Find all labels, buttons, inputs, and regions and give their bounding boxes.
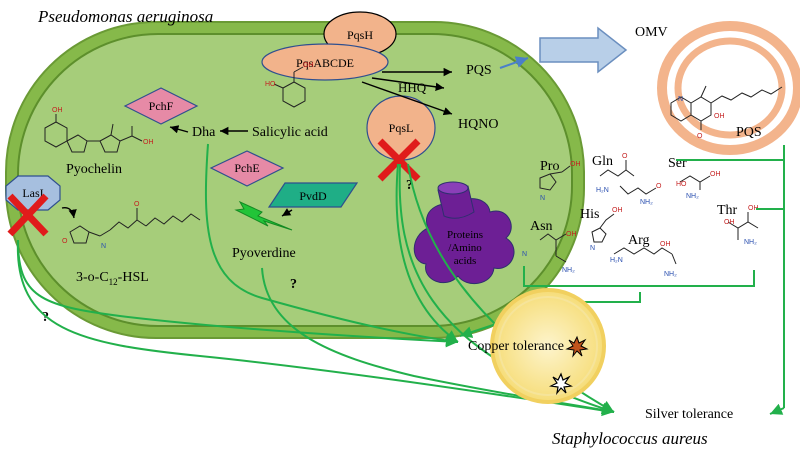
hsl-nh: N [101,243,106,250]
svg-text:NH₂: NH₂ [744,239,757,246]
pqsabcde-label: PqsABCDE [296,56,354,70]
question-pqsl: ? [406,178,413,193]
svg-text:OH: OH [660,241,671,248]
svg-text:NH₂: NH₂ [686,193,699,200]
pyochelin-structure [44,114,143,153]
pqs-o: O [697,133,703,140]
dha-label: Dha [192,125,216,140]
svg-text:H₂N: H₂N [610,257,623,264]
omv-pqs-label: PQS [736,125,762,140]
pyochelin-cooh: OH [143,139,154,146]
staph-label: Staphylococcus aureus [552,429,708,448]
hsl-o: O [62,238,68,245]
svg-text:N: N [590,245,595,252]
pqsl-knockout-x-icon [377,138,421,182]
aa-asn: Asn [530,219,553,234]
pqs-nh: N [678,96,683,103]
hqno-label: HQNO [458,117,498,132]
salicylic-label: Salicylic acid [252,125,328,140]
aa-his: His [580,207,599,222]
arrow-to-pyochelin [169,125,189,134]
svg-text:N: N [540,195,545,202]
staph-cell [490,288,606,404]
svg-text:OH: OH [612,207,623,214]
aa-arg: Arg [628,233,650,248]
svg-text:OH: OH [710,171,721,178]
pchf-label: PchF [149,99,174,113]
transporter-cylinder-icon [437,181,475,219]
pqsabcde-node: PqsABCDE [261,43,389,81]
pvdd-label: PvdD [299,189,327,203]
aa-gln: Gln [592,154,613,169]
pqsh-label: PqsH [347,28,373,42]
svg-text:OH: OH [724,219,735,226]
svg-text:OH: OH [566,231,577,238]
silver-tolerance-label: Silver tolerance [645,407,733,422]
pqs-label: PQS [466,63,492,78]
omv-label: OMV [635,25,668,40]
pche-label: PchE [234,161,259,175]
pqs-oh: OH [714,113,725,120]
hsl-structure [69,208,201,244]
salicylic-cooh: OH [303,62,314,69]
amino-acid-structures [539,160,759,265]
aa-ser: Ser [668,156,687,171]
proteins-label-2: /Amino [448,242,482,254]
pvdd-node: PvdD [267,182,359,208]
pyochelin-label: Pyochelin [66,162,122,177]
lasi-label: LasI [22,186,43,200]
svg-text:OH: OH [570,161,581,168]
proteins-label-3: acids [454,255,477,267]
copper-tolerance-label: Copper tolerance [468,339,564,354]
question-lasi: ? [42,310,49,325]
svg-text:NH₂: NH₂ [640,199,653,206]
pqs-structure [670,85,783,130]
arrow-pqs-out [499,56,529,69]
svg-text:O: O [622,153,628,160]
svg-text:NH₂: NH₂ [562,267,575,274]
pyochelin-oh: OH [52,107,63,114]
pqsl-node: PqsL [366,95,436,161]
proteins-label-1: Proteins [447,229,483,241]
amino-acid-atom-labels: N OH H₂N O O NH₂ HO NH₂ OH N OH NH₂ N OH… [522,153,759,278]
svg-text:H₂N: H₂N [596,187,609,194]
question-pyoverdine: ? [290,277,297,292]
svg-text:O: O [656,183,662,190]
hhq-label: HHQ [398,80,427,95]
svg-text:OH: OH [748,205,759,212]
svg-text:HO: HO [676,181,687,188]
silver-burst-icon [549,372,573,396]
export-block-arrow [539,26,628,74]
pyoverdine-label: Pyoverdine [232,246,296,261]
pqsl-label: PqsL [389,121,414,135]
pseudomonas-label: Pseudomonas aeruginosa [37,7,213,26]
copper-burst-icon [565,335,589,358]
salicylic-structure [273,66,306,108]
aa-thr: Thr [717,203,738,218]
pchf-node: PchF [123,87,199,125]
arrow-to-hhq [371,77,445,92]
pche-node: PchE [209,150,285,187]
arrow-to-hsl [61,207,77,219]
salicylic-oh: HO [265,81,276,88]
aa-pro: Pro [540,159,559,174]
hsl-label: 3-o-C12-HSL [76,270,149,287]
arrow-to-pyoverdine [281,208,293,217]
arrow-to-hqno [361,81,453,116]
lasi-knockout-x-icon [7,193,49,237]
pyoverdine-bolt-icon [234,200,293,231]
hsl-keto: O [134,201,140,208]
svg-text:N: N [522,251,527,258]
svg-text:NH₂: NH₂ [664,271,677,278]
omv-vesicle: N OH O [657,21,800,155]
